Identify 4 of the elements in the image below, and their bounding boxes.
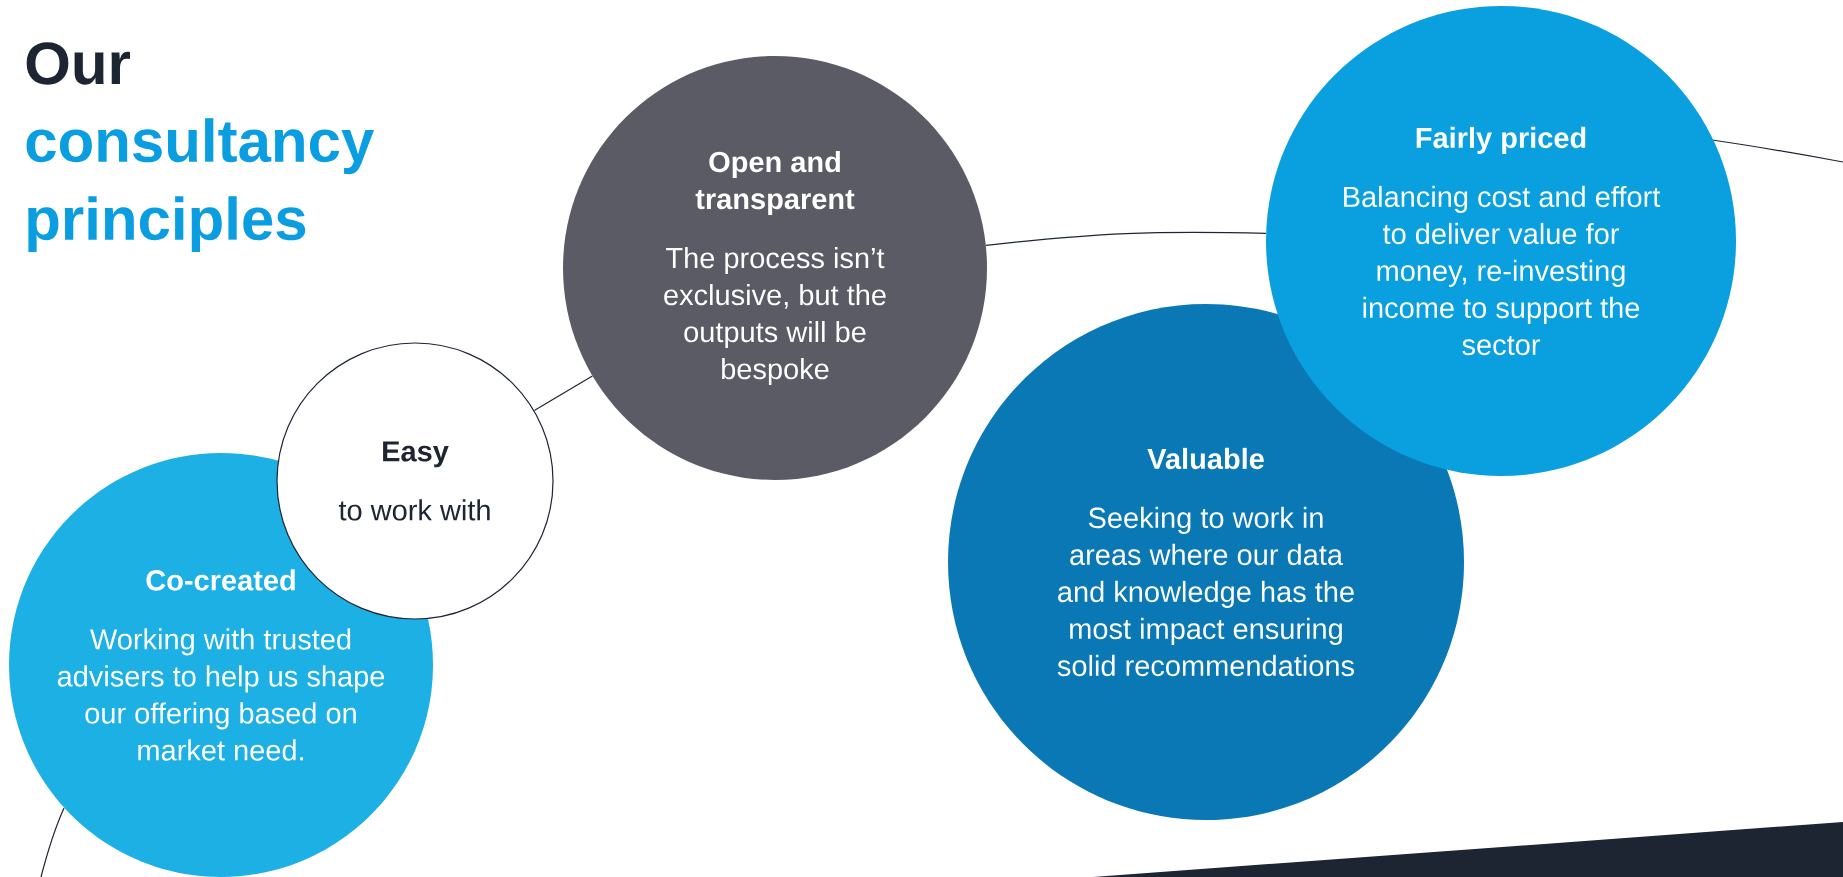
title: consultancy principles bbox=[26, 118, 374, 253]
curve-line bbox=[985, 231, 1267, 246]
curve-line bbox=[533, 375, 593, 412]
title: Our bbox=[26, 42, 130, 85]
